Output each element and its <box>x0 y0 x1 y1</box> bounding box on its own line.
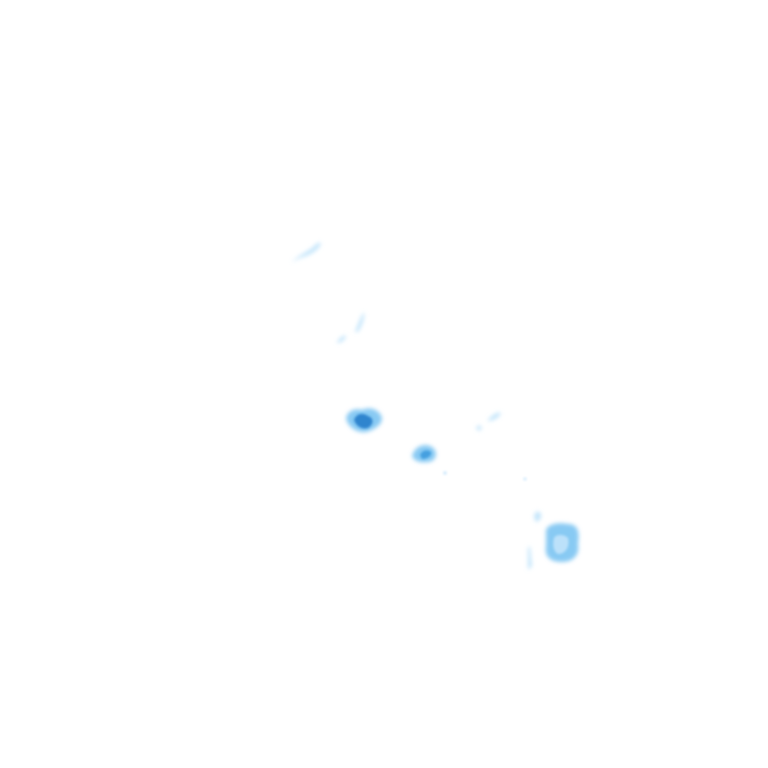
precip-echo-1 <box>292 242 321 262</box>
precip-dot-2 <box>523 477 527 481</box>
precip-gap-echo-9 <box>553 535 569 554</box>
precip-echo-8 <box>528 546 532 570</box>
precip-dot-1 <box>443 471 447 475</box>
precip-echo-3 <box>337 335 346 343</box>
precip-echo-7 <box>476 425 482 431</box>
precip-core-echo-5 <box>420 450 432 459</box>
precip-echo-10 <box>534 511 542 522</box>
precip-core-echo-4 <box>354 413 373 429</box>
precip-echo-6 <box>488 412 501 421</box>
precip-echo-2 <box>355 312 365 332</box>
